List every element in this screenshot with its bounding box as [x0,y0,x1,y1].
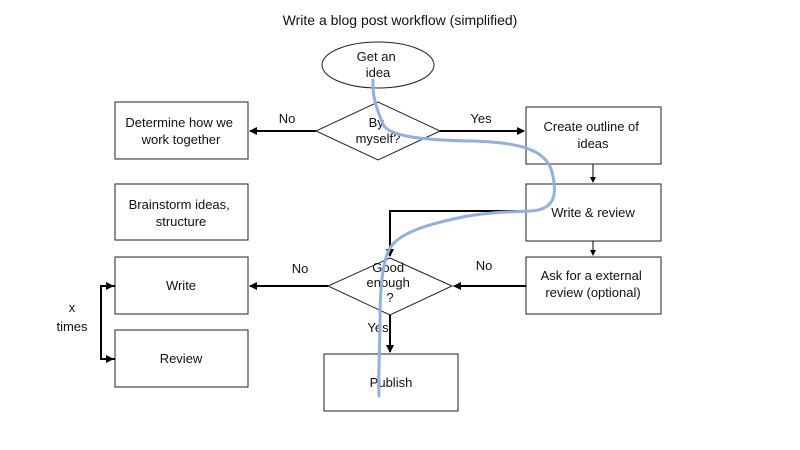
node-get-an-idea: Get an idea [321,41,435,89]
node-create-outline: Create outline of ideas [525,106,662,165]
label-yes-myself: Yes [470,111,492,126]
decision-by-myself: By myself? [314,101,442,161]
svg-text:Good enough ?: Good enough ? [366,260,413,305]
svg-text:Review: Review [160,351,203,366]
label-loop-times: times [56,319,88,334]
svg-text:Ask for a external revie: Ask for a external review (optional) [541,268,646,300]
label-no-myself: No [279,111,296,126]
node-write: Write [114,256,249,315]
node-review: Review [114,329,249,388]
node-brainstorm: Brainstorm ideas, structure [114,183,249,241]
edge-write-review-loop-b [100,282,115,360]
label-loop-x: x [69,300,76,315]
svg-text:Write & review: Write & review [551,205,635,220]
label-no-external: No [476,258,493,273]
edge-write-review-to-good-enough [386,210,526,257]
svg-text:Brainstorm ideas, struct: Brainstorm ideas, structure [129,197,234,229]
node-write-and-review: Write & review [525,183,662,242]
svg-text:Determine how we work to: Determine how we work together [125,115,236,147]
label-yes-publish: Yes [367,320,389,335]
svg-text:Create outline of ideas: Create outline of ideas [543,119,642,151]
hand-drawn-path-overlay [371,78,556,398]
decision-good-enough: Good enough ? [326,257,454,316]
edges [100,127,596,363]
diagram-title: Write a blog post workflow (simplified) [283,12,518,28]
edge-write-review-loop-a [100,285,115,363]
node-external-review: Ask for a external review (optional) [525,256,662,315]
svg-text:Get an idea: Get an idea [357,49,400,80]
svg-text:Write: Write [166,278,196,293]
node-determine-how-we-work-together: Determine how we work together [114,101,249,160]
node-publish: Publish [323,353,459,412]
label-no-good-enough: No [292,261,309,276]
svg-text:Publish: Publish [370,375,413,390]
